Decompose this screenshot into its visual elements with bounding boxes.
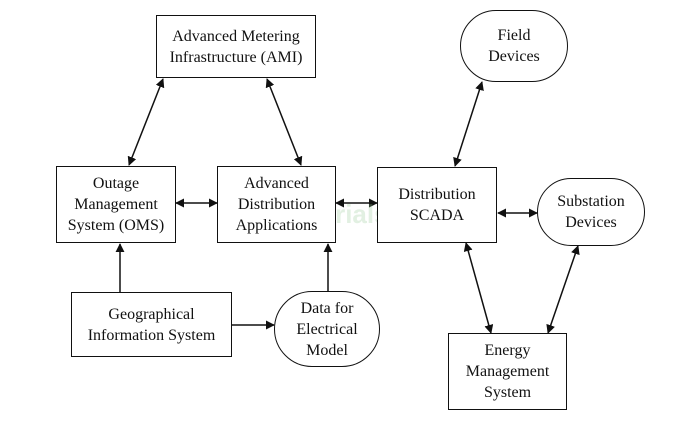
arrow-ami-oms	[127, 78, 165, 166]
node-electrical-model-data-line-1: Data for	[300, 299, 354, 317]
arrow-substation-ems	[546, 245, 580, 334]
node-ada-line-1: Advanced	[244, 175, 309, 192]
node-electrical-model-data-line-3: Model	[306, 341, 348, 359]
node-ada: Advanced Distribution Applications	[217, 166, 336, 243]
node-gis-line-2: Information System	[87, 326, 216, 344]
node-electrical-model-data: Data for Electrical Model	[274, 291, 380, 367]
node-field-devices-line-1: Field	[497, 27, 531, 44]
node-scada-line-1: Distribution	[398, 186, 476, 203]
node-substation-devices-line-2: Devices	[565, 214, 617, 231]
node-ems: Energy Management System	[448, 333, 567, 410]
node-ami-line-1: Advanced Metering	[172, 27, 300, 45]
arrow-ami-ada	[265, 78, 303, 166]
node-ems-line-1: Energy	[484, 342, 531, 359]
node-oms: Outage Management System (OMS)	[56, 166, 176, 243]
node-field-devices: Field Devices	[460, 10, 568, 82]
node-oms-line-3: System (OMS)	[67, 217, 165, 234]
node-ems-line-2: Management	[465, 363, 550, 380]
node-substation-devices: Substation Devices	[537, 178, 645, 246]
node-field-devices-line-2: Devices	[488, 48, 540, 65]
node-electrical-model-data-line-2: Electrical	[296, 320, 358, 338]
node-gis: Geographical Information System	[71, 292, 232, 357]
node-ems-line-3: System	[483, 384, 532, 401]
node-substation-devices-line-1: Substation	[557, 193, 625, 210]
node-scada: Distribution SCADA	[377, 167, 497, 243]
node-ami: Advanced Metering Infrastructure (AMI)	[156, 15, 316, 78]
node-oms-line-1: Outage	[92, 175, 140, 192]
node-ami-line-2: Infrastructure (AMI)	[169, 48, 303, 66]
arrow-field-scada	[453, 81, 484, 167]
node-oms-line-2: Management	[74, 196, 158, 213]
node-scada-line-2: SCADA	[409, 207, 465, 224]
node-ada-line-3: Applications	[235, 217, 318, 234]
node-gis-line-1: Geographical	[108, 305, 195, 323]
arrow-scada-ems	[463, 242, 494, 334]
node-ada-line-2: Distribution	[237, 196, 316, 213]
